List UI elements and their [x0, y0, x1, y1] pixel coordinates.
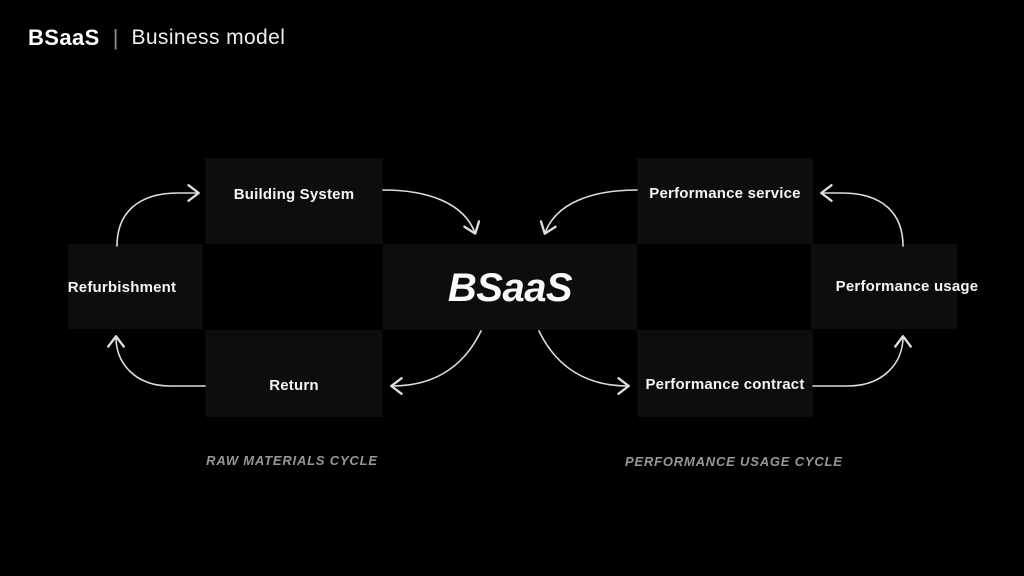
node-label-performance-usage: Performance usage	[835, 278, 979, 295]
arrow-performance-contract-to-performance-usage	[812, 335, 912, 387]
arrow-bsaas-to-performance-contract	[538, 330, 630, 395]
card-performance-usage	[811, 244, 957, 329]
page-title: Business model	[131, 26, 286, 49]
header: BSaaS | Business model	[28, 25, 285, 51]
card-bsaas-center	[383, 244, 637, 330]
node-label-performance-service: Performance service	[649, 185, 801, 202]
card-building-system	[205, 158, 383, 244]
bsaas-center-title: BSaaS	[447, 266, 573, 310]
arrow-performance-service-to-bsaas	[539, 189, 638, 235]
arrow-performance-usage-to-performance-service	[820, 184, 904, 247]
arrow-bsaas-to-return	[390, 330, 482, 395]
arrow-refurbishment-to-building-system	[116, 184, 200, 247]
cycle-label-performance-usage: PERFORMANCE USAGE CYCLE	[625, 454, 843, 469]
header-divider: |	[112, 25, 119, 50]
arrow-return-to-refurbishment	[107, 335, 206, 387]
brand-logo-text: BSaaS	[28, 25, 100, 50]
node-label-refurbishment: Refurbishment	[67, 279, 177, 296]
node-label-return: Return	[269, 377, 319, 394]
node-label-performance-contract: Performance contract	[645, 376, 805, 393]
card-refurbishment	[68, 244, 203, 329]
card-performance-service	[637, 158, 813, 244]
node-label-building-system: Building System	[233, 186, 355, 203]
card-return	[205, 330, 383, 417]
cycle-label-raw-materials: RAW MATERIALS CYCLE	[206, 453, 378, 468]
arrow-building-system-to-bsaas	[382, 189, 481, 235]
card-performance-contract	[637, 330, 813, 417]
